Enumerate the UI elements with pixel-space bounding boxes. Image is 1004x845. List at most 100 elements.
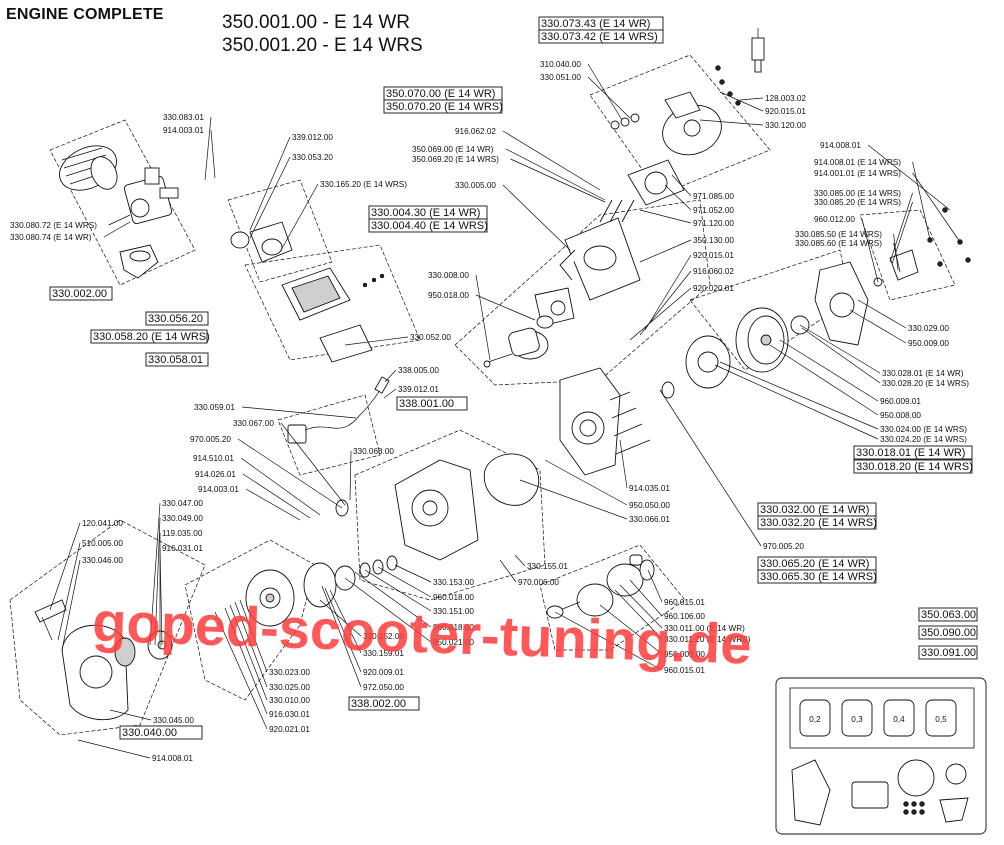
leader-line [867, 144, 951, 211]
part-number-label: 950.009.00 [908, 339, 949, 348]
boxed-label-frame [853, 459, 973, 474]
leader-line [108, 214, 131, 226]
part-number-label: 330.025.00 [269, 683, 310, 692]
assembly-number-label: 338.002.00 [351, 698, 406, 710]
leader-line [801, 327, 881, 384]
part-number-label: 310.040.00 [540, 60, 581, 69]
part-number-label: 920.020.01 [693, 284, 734, 293]
part-number-label: 330.085.60 (E 14 WRS) [795, 239, 882, 248]
part-number-label: 914.003.01 [163, 126, 204, 135]
leader-line [554, 611, 663, 671]
leader-line [237, 438, 343, 509]
ignition-switch-cable [287, 376, 390, 444]
boxed-label-frame [145, 352, 209, 367]
leader-line [364, 569, 432, 612]
leader-line [664, 184, 692, 211]
part-number-label: 970.005.20 [763, 542, 804, 551]
assembly-number-label: 330.032.00 (E 14 WR) [760, 504, 869, 516]
leader-line [279, 183, 319, 253]
assembly-number-label: 330.032.20 (E 14 WRS) [760, 517, 877, 529]
crankcase-gasket [483, 453, 540, 506]
part-number-label: 330.045.00 [153, 716, 194, 725]
leader-line [240, 457, 321, 516]
leader-line [639, 209, 692, 224]
assembly-number-label: 330.040.00 [122, 727, 177, 739]
leader-line [354, 571, 432, 628]
part-number-label: 920.021.01 [269, 725, 310, 734]
part-number-label: 330.165.20 (E 14 WRS) [320, 180, 407, 189]
leader-line [671, 174, 692, 197]
crankcase-right [559, 367, 651, 476]
leader-line [61, 559, 81, 651]
boxed-label-frame [918, 645, 978, 660]
part-number-label: 330.153.00 [433, 578, 474, 587]
boxed-label-frame [918, 607, 978, 622]
leader-line [49, 522, 81, 611]
intake-adapter [119, 244, 159, 279]
leader-line [857, 299, 907, 329]
leader-line [234, 601, 268, 688]
leader-line [229, 604, 268, 701]
part-number-label: 950.003.00 [664, 650, 705, 659]
leader-line [245, 488, 301, 521]
part-number-label: 330.068.00 [353, 447, 394, 456]
leader-line [719, 91, 764, 112]
part-number-label: 330.011.20 (E 14 WRS) [664, 635, 751, 644]
part-number-label: 330.010.00 [269, 696, 310, 705]
part-number-label: 330.059.01 [194, 403, 235, 412]
leader-line [149, 502, 161, 646]
leader-line [103, 221, 131, 238]
leader-line [241, 406, 357, 419]
leader-line [619, 439, 628, 489]
assembly-number-label: 350.070.00 (E 14 WR) [386, 88, 495, 100]
part-number-label: 914.003.01 [198, 485, 239, 494]
leader-line [377, 566, 432, 598]
leader-line [319, 599, 362, 637]
part-number-label: 330.155.01 [527, 562, 568, 571]
carburetor [123, 167, 179, 225]
leader-line [57, 542, 81, 641]
part-number-label: 330.024.00 (E 14 WRS) [880, 425, 967, 434]
part-number-label: 914.510.01 [193, 454, 234, 463]
part-number-label: 914.001.01 (E 14 WRS) [814, 169, 901, 178]
assembly-number-label: 350.090.00 [921, 627, 976, 639]
intake-manifold [230, 221, 293, 263]
part-number-label: 330.053.20 [292, 153, 333, 162]
part-number-label: 971.085.00 [693, 192, 734, 201]
leader-line [629, 287, 692, 341]
part-number-label: 330.085.50 (E 14 WRS) [795, 230, 882, 239]
leader-line [249, 136, 291, 231]
part-number-label: 330.080.74 (E 14 WR) [10, 233, 92, 242]
part-number-label: 350.130.00 [693, 236, 734, 245]
assembly-number-label: 330.002.00 [52, 288, 107, 300]
head-gasket [627, 159, 685, 206]
assembly-number-label: 330.058.01 [148, 354, 203, 366]
leader-line [510, 158, 606, 203]
part-number-label: 330.152.00 [363, 632, 404, 641]
cylinder-head [610, 65, 741, 156]
leader-line [502, 130, 601, 191]
part-number-label: 960.012.00 [814, 215, 855, 224]
boxed-label-frame [90, 329, 208, 344]
leader-lines [49, 63, 961, 759]
leader-line [204, 116, 212, 181]
boxed-label-frame [757, 569, 877, 584]
part-number-label: 330.052.00 [410, 333, 451, 342]
part-number-label: 914.008.01 [152, 754, 193, 763]
leader-line [799, 324, 881, 374]
part-number-label: 330.083.01 [163, 113, 204, 122]
leader-line [329, 589, 362, 654]
leader-line [324, 587, 362, 673]
part-number-label: 350.069.20 (E 14 WRS) [412, 155, 499, 164]
leader-line [109, 709, 152, 721]
assembly-number-label: 350.063.00 [921, 609, 976, 621]
leader-line [639, 239, 692, 263]
leader-line [514, 554, 526, 567]
part-number-label: 339.012.00 [292, 133, 333, 142]
assembly-number-label: 330.056.20 [148, 313, 203, 325]
leader-line [893, 242, 901, 273]
assembly-number-label: 330.058.20 (E 14 WRS) [93, 331, 210, 343]
part-number-label: 330.120.00 [765, 121, 806, 130]
boxed-label-frame [853, 445, 973, 460]
